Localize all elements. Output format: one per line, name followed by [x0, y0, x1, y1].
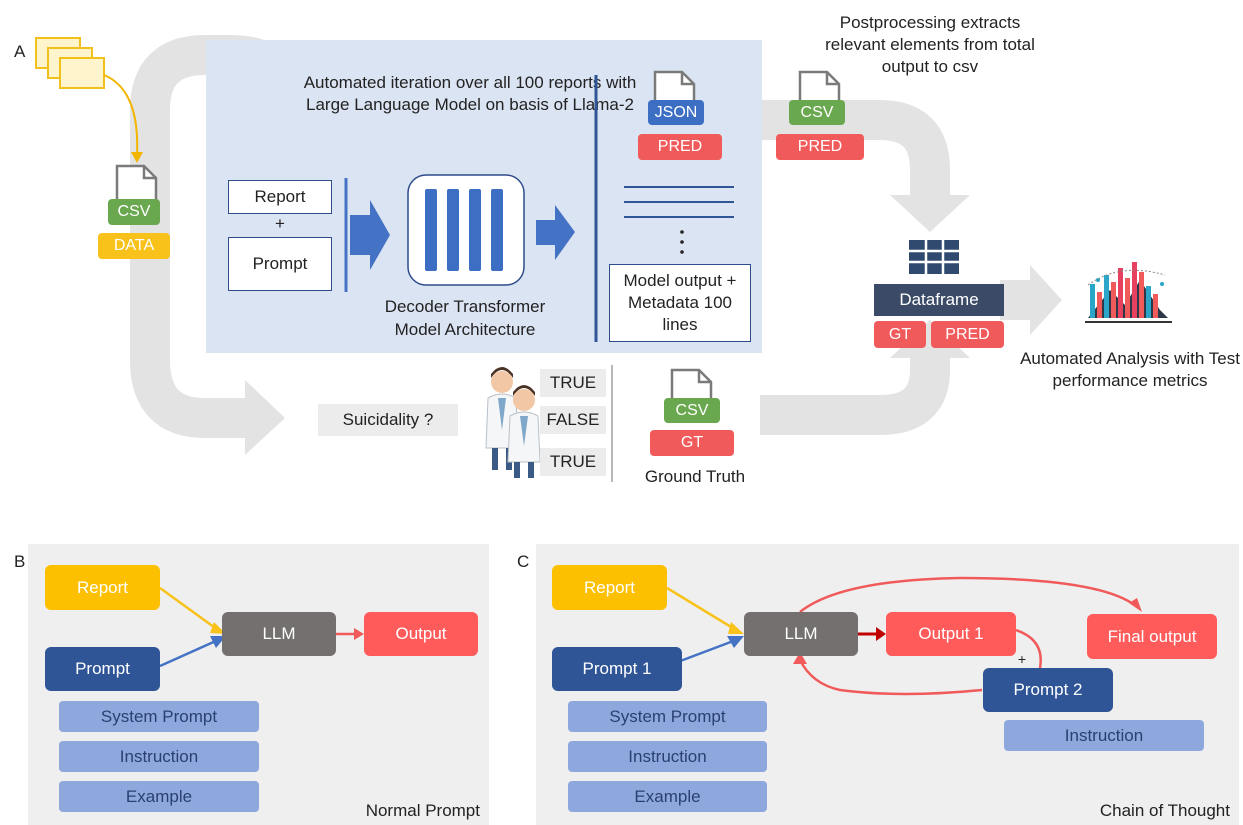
b-caption: Normal Prompt: [365, 801, 480, 820]
label-false: FALSE: [540, 406, 606, 434]
c-system-prompt: System Prompt: [568, 701, 767, 732]
analysis-text: Automated Analysis with Test performance…: [1020, 349, 1240, 390]
ground-truth-text: Ground Truth: [644, 467, 746, 486]
c-report-box: Report: [552, 565, 667, 610]
b-llm-box: LLM: [222, 612, 336, 656]
model-output-box: Model output + Metadata 100 lines: [609, 264, 751, 342]
label-true-2: TRUE: [540, 448, 606, 476]
dataframe-box: Dataframe: [874, 284, 1004, 316]
pred-csv-tag: CSV: [789, 100, 845, 125]
c-prompt2-box: Prompt 2: [983, 668, 1113, 712]
json-pred-tag: PRED: [638, 134, 722, 160]
architecture-line1: Decoder Transformer: [384, 297, 546, 316]
b-instruction: Instruction: [59, 741, 259, 772]
report-box: Report: [228, 180, 332, 214]
c-instruction: Instruction: [568, 741, 767, 772]
postprocessing-text: Postprocessing extracts relevant element…: [825, 13, 1035, 76]
data-csv-tag: CSV: [108, 199, 160, 225]
label-true-1: TRUE: [540, 369, 606, 397]
c-plus-sign: +: [1017, 651, 1027, 667]
c-prompt1-box: Prompt 1: [552, 647, 682, 691]
plus-sign: +: [275, 214, 285, 233]
c-caption: Chain of Thought: [1099, 801, 1230, 820]
c-llm-box: LLM: [744, 612, 858, 656]
dataframe-pred-tag: PRED: [931, 321, 1004, 348]
b-output-box: Output: [364, 612, 478, 656]
b-example: Example: [59, 781, 259, 812]
gt-csv-tag: CSV: [664, 398, 720, 423]
iteration-text: Automated iteration over all 100 reports…: [303, 73, 637, 114]
c-output1-box: Output 1: [886, 612, 1016, 656]
b-report-box: Report: [45, 565, 160, 610]
json-tag: JSON: [648, 100, 704, 125]
data-tag: DATA: [98, 233, 170, 259]
dataframe-gt-tag: GT: [874, 321, 926, 348]
gt-tag: GT: [650, 430, 734, 456]
panel-letter-c: C: [517, 552, 530, 571]
c-final-output-box: Final output: [1087, 614, 1217, 659]
b-prompt-box: Prompt: [45, 647, 160, 691]
c-example: Example: [568, 781, 767, 812]
b-system-prompt: System Prompt: [59, 701, 259, 732]
panel-letter-a: A: [14, 42, 26, 61]
architecture-line2: Model Architecture: [394, 320, 536, 339]
c-instruction-2: Instruction: [1004, 720, 1204, 751]
model-output-text: Model output + Metadata 100 lines: [623, 271, 737, 334]
panel-letter-b: B: [14, 552, 26, 571]
pred-tag: PRED: [776, 134, 864, 160]
suicidality-box: Suicidality ?: [318, 404, 458, 436]
prompt-box: Prompt: [228, 237, 332, 291]
